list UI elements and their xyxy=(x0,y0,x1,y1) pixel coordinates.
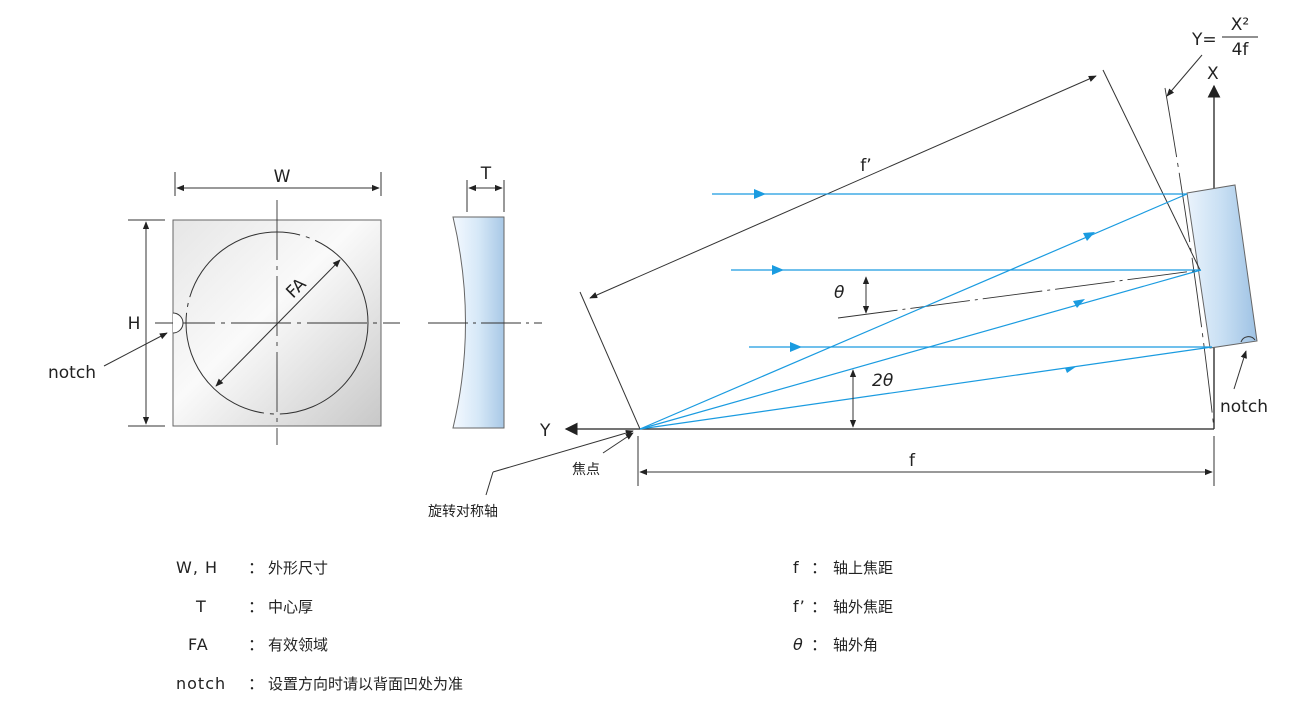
legend-item: T ：中心厚 xyxy=(176,588,463,627)
mirror-center-axis xyxy=(837,269,1202,319)
legend-item: f’： 轴外焦距 xyxy=(793,588,893,627)
reflected-ray-top xyxy=(639,193,1188,430)
legend-separator: ： xyxy=(248,558,265,577)
legend-key: θ xyxy=(793,635,804,654)
y-axis-label: Y xyxy=(539,421,551,441)
legend-item: W, H ：外形尺寸 xyxy=(176,549,463,588)
symmetry-axis-leader xyxy=(485,471,494,496)
reflected-ray-mid xyxy=(639,269,1202,430)
equation-numerator: X² xyxy=(1231,15,1249,35)
mirror-notch-leader xyxy=(1233,350,1247,390)
optical-layout: Y X f’ θ 2θ xyxy=(428,15,1268,520)
legend-separator: ： xyxy=(248,596,265,616)
thickness-label: T xyxy=(480,164,492,184)
off-axis-mirror xyxy=(1186,184,1258,349)
legend-description: 有效领域 xyxy=(268,636,329,654)
legend-key: FA xyxy=(188,635,209,654)
legend-description: 轴外焦距 xyxy=(833,597,894,616)
legend-separator: ： xyxy=(811,635,828,654)
legend-key: T xyxy=(196,596,207,616)
legend-left: W, H：外形尺寸 T：中心厚 FA：有效领域 notch：设置方向时请以背面凹… xyxy=(176,549,463,703)
side-lens xyxy=(452,216,505,429)
legend-description: 轴上焦距 xyxy=(833,559,894,577)
legend-separator: ： xyxy=(811,596,828,616)
equation-leader xyxy=(1166,54,1203,97)
legend-separator: ： xyxy=(248,673,265,693)
on-axis-focal-label: f xyxy=(909,451,916,471)
legend-description: 外形尺寸 xyxy=(268,559,329,577)
legend-item: notch ：设置方向时请以背面凹处为准 xyxy=(176,665,463,704)
side-view: T xyxy=(428,164,542,429)
legend-item: FA ：有效领域 xyxy=(176,626,463,665)
x-axis-label: X xyxy=(1207,64,1219,84)
legend-separator: ： xyxy=(811,558,828,577)
legend-key: f xyxy=(793,558,800,577)
off-axis-focal-label: f’ xyxy=(860,156,871,176)
notch-label-front: notch xyxy=(48,363,96,383)
symmetry-axis-label: 旋转对称轴 xyxy=(428,504,498,520)
notch-shape xyxy=(172,312,184,334)
off-axis-focal-dimension xyxy=(589,75,1097,299)
aperture-dimension xyxy=(215,259,341,387)
equation-denominator: 4f xyxy=(1232,40,1250,60)
legend-description: 轴外角 xyxy=(833,636,879,654)
width-label: W xyxy=(274,167,291,187)
notch-leader xyxy=(103,332,168,367)
height-label: H xyxy=(128,314,141,334)
legend-key: W, H xyxy=(176,558,219,577)
parent-parabola xyxy=(1164,87,1215,430)
legend-description: 中心厚 xyxy=(268,597,314,616)
equation-lhs: Y= xyxy=(1191,30,1217,50)
front-view: W H FA notch xyxy=(48,167,400,445)
legend-key: f’ xyxy=(793,596,806,616)
legend-item: f ： 轴上焦距 xyxy=(793,549,893,588)
legend-description: 设置方向时请以背面凹处为准 xyxy=(268,674,464,693)
reflected-ray-bottom xyxy=(639,346,1213,430)
legend-item: θ ： 轴外角 xyxy=(793,626,893,665)
legend-right: f：轴上焦距 f’：轴外焦距 θ：轴外角 xyxy=(793,549,893,665)
legend-separator: ： xyxy=(248,635,265,654)
theta-label: θ xyxy=(834,283,845,303)
focus-leader xyxy=(602,432,634,454)
legend-key: notch xyxy=(176,673,227,693)
focus-label: 焦点 xyxy=(572,462,600,478)
double-theta-label: 2θ xyxy=(872,371,894,391)
mirror-notch xyxy=(1240,336,1256,343)
notch-label-mirror: notch xyxy=(1220,397,1268,417)
